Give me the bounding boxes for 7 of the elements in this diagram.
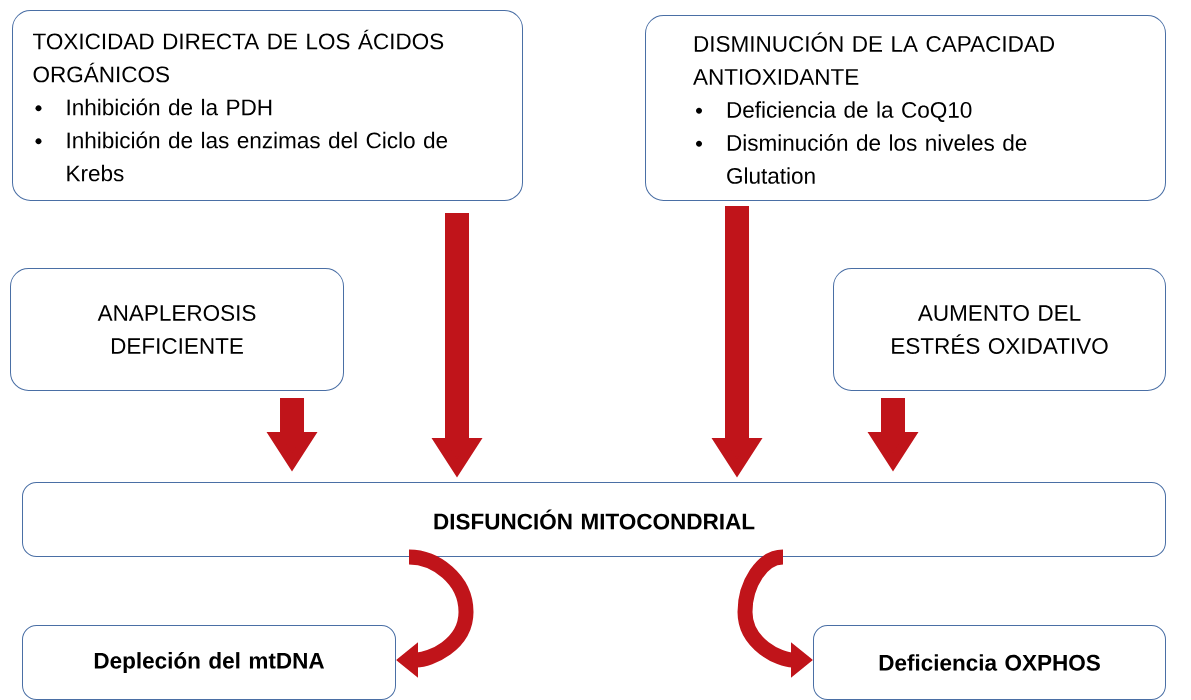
cause-box: DISMINUCIÓN DE LA CAPACIDAD ANTIOXIDANTE Deficiencia de la CoQ10 Disminución de los niveles de Glutation (645, 15, 1166, 201)
outcome-box: Deficiencia OXPHOS (813, 625, 1166, 700)
cause-box: AUMENTO DEL ESTRÉS OXIDATIVO (833, 268, 1166, 391)
cause-box: ANAPLEROSIS DEFICIENTE (10, 268, 344, 391)
outcome-box: DISFUNCIÓN MITOCONDRIAL (22, 482, 1166, 557)
outcome-box: Depleción del mtDNA (22, 625, 396, 700)
cause-box: TOXICIDAD DIRECTA DE LOS ÁCIDOS ORGÁNICOS Inhibición de la PDH Inhibición de las enzimas del Ciclo de Krebs (12, 10, 523, 201)
